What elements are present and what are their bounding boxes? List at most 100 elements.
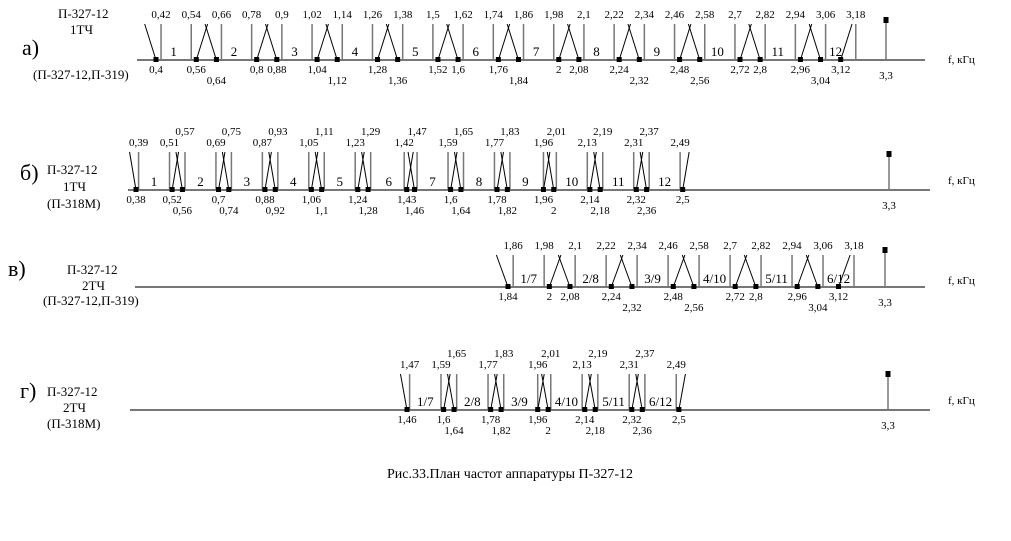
device-name: П-327-12 bbox=[47, 384, 98, 399]
end-frequency-label: 3,3 bbox=[879, 70, 893, 82]
top-frequency-label: 1,65 bbox=[454, 126, 474, 138]
top-frequency-label: 0,42 bbox=[151, 9, 170, 21]
bottom-frequency-label: 1,04 bbox=[307, 64, 327, 76]
carrier-dot bbox=[587, 187, 593, 192]
top-frequency-label: 1,98 bbox=[535, 240, 555, 252]
carrier-dot bbox=[753, 284, 759, 289]
carrier-dot bbox=[636, 57, 642, 62]
bottom-frequency-label: 2,8 bbox=[749, 291, 763, 303]
carrier-slant-line bbox=[497, 23, 511, 61]
carrier-dot bbox=[597, 187, 603, 192]
carrier-slant-line bbox=[838, 254, 851, 288]
bottom-frequency-label: 0,38 bbox=[126, 194, 146, 206]
carrier-slant-line bbox=[542, 151, 551, 191]
carrier-slant-line bbox=[325, 23, 338, 61]
carrier-slant-line bbox=[385, 23, 399, 61]
carrier-dot bbox=[435, 57, 441, 62]
channel-number: 5 bbox=[412, 44, 419, 59]
carrier-dot bbox=[495, 57, 501, 62]
carrier-slant-line bbox=[558, 23, 571, 61]
device-name: П-327-12 bbox=[67, 262, 118, 277]
carrier-dot bbox=[582, 407, 588, 412]
channel-number: 11 bbox=[612, 174, 625, 189]
channel-number: 4 bbox=[352, 44, 359, 59]
top-frequency-label: 2,7 bbox=[723, 240, 737, 252]
top-frequency-label: 2,01 bbox=[541, 348, 560, 360]
carrier-slant-line bbox=[357, 151, 365, 191]
carrier-slant-line bbox=[399, 373, 408, 411]
top-frequency-label: 1,26 bbox=[363, 9, 383, 21]
carrier-slant-line bbox=[681, 254, 695, 288]
carrier-dot bbox=[254, 57, 260, 62]
carrier-slant-line bbox=[310, 151, 319, 191]
bottom-frequency-label: 3,12 bbox=[829, 291, 848, 303]
carrier-slant-line bbox=[204, 23, 217, 61]
top-frequency-label: 0,93 bbox=[268, 126, 288, 138]
carrier-slant-line bbox=[171, 151, 180, 191]
row-letter: в) bbox=[8, 256, 26, 281]
carrier-slant-line bbox=[619, 254, 633, 288]
carrier-dot bbox=[494, 187, 500, 192]
carrier-slant-line bbox=[548, 254, 562, 288]
bottom-frequency-label: 2,18 bbox=[591, 205, 611, 217]
end-frequency-marker bbox=[885, 371, 891, 377]
carrier-dot bbox=[629, 284, 635, 289]
carrier-slant-line bbox=[639, 151, 648, 191]
bottom-frequency-label: 0,52 bbox=[162, 194, 181, 206]
top-frequency-label: 2,94 bbox=[786, 9, 806, 21]
carrier-slant-line bbox=[687, 23, 701, 61]
carrier-slant-line bbox=[805, 254, 819, 288]
top-frequency-label: 1,74 bbox=[484, 9, 504, 21]
top-frequency-label: 0,39 bbox=[129, 137, 149, 149]
bottom-frequency-label: 3,04 bbox=[808, 302, 828, 314]
top-frequency-label: 2,34 bbox=[635, 9, 655, 21]
carrier-slant-line bbox=[361, 151, 369, 191]
carrier-slant-line bbox=[377, 23, 390, 61]
carrier-dot bbox=[179, 187, 185, 192]
compatible-devices: (П-327-12,П-319) bbox=[33, 67, 129, 82]
bottom-frequency-label: 0,64 bbox=[207, 75, 227, 87]
top-frequency-label: 0,66 bbox=[212, 9, 232, 21]
carrier-slant-line bbox=[589, 151, 597, 191]
top-frequency-label: 2,46 bbox=[658, 240, 678, 252]
bottom-frequency-label: 2,36 bbox=[633, 425, 653, 437]
bottom-frequency-label: 1,82 bbox=[498, 205, 517, 217]
bottom-frequency-label: 0,56 bbox=[173, 205, 193, 217]
bottom-frequency-label: 1,78 bbox=[487, 194, 507, 206]
top-frequency-label: 0,51 bbox=[160, 137, 179, 149]
channel-number: 5/11 bbox=[765, 271, 788, 286]
carrier-dot bbox=[451, 407, 457, 412]
top-frequency-label: 2,22 bbox=[596, 240, 615, 252]
carrier-dot bbox=[319, 187, 325, 192]
bottom-frequency-label: 1,6 bbox=[444, 194, 458, 206]
channel-number: 5/11 bbox=[602, 394, 625, 409]
bottom-frequency-label: 1,84 bbox=[498, 291, 518, 303]
channel-number: 6 bbox=[472, 44, 479, 59]
bottom-frequency-label: 2,48 bbox=[670, 64, 690, 76]
channel-number: 9 bbox=[654, 44, 661, 59]
top-frequency-label: 1,59 bbox=[431, 359, 451, 371]
carrier-dot bbox=[838, 57, 844, 62]
carrier-dot bbox=[815, 284, 821, 289]
carrier-slant-line bbox=[406, 151, 414, 191]
bottom-frequency-label: 2,32 bbox=[622, 414, 641, 426]
carrier-slant-line bbox=[453, 151, 462, 191]
top-frequency-label: 0,69 bbox=[206, 137, 226, 149]
carrier-slant-line bbox=[748, 23, 761, 61]
carrier-dot bbox=[404, 407, 410, 412]
carrier-slant-line bbox=[447, 373, 455, 411]
carrier-dot bbox=[308, 187, 314, 192]
carrier-slant-line bbox=[175, 151, 183, 191]
top-frequency-label: 3,18 bbox=[846, 9, 866, 21]
channel-number: 2 bbox=[197, 174, 204, 189]
channel-number: 4/10 bbox=[555, 394, 578, 409]
end-frequency-marker bbox=[882, 247, 888, 253]
carrier-dot bbox=[556, 57, 562, 62]
channel-number: 6/12 bbox=[827, 271, 850, 286]
carrier-slant-line bbox=[195, 23, 209, 61]
carrier-dot bbox=[670, 284, 676, 289]
carrier-slant-line bbox=[627, 23, 640, 61]
carrier-slant-line bbox=[631, 373, 639, 411]
